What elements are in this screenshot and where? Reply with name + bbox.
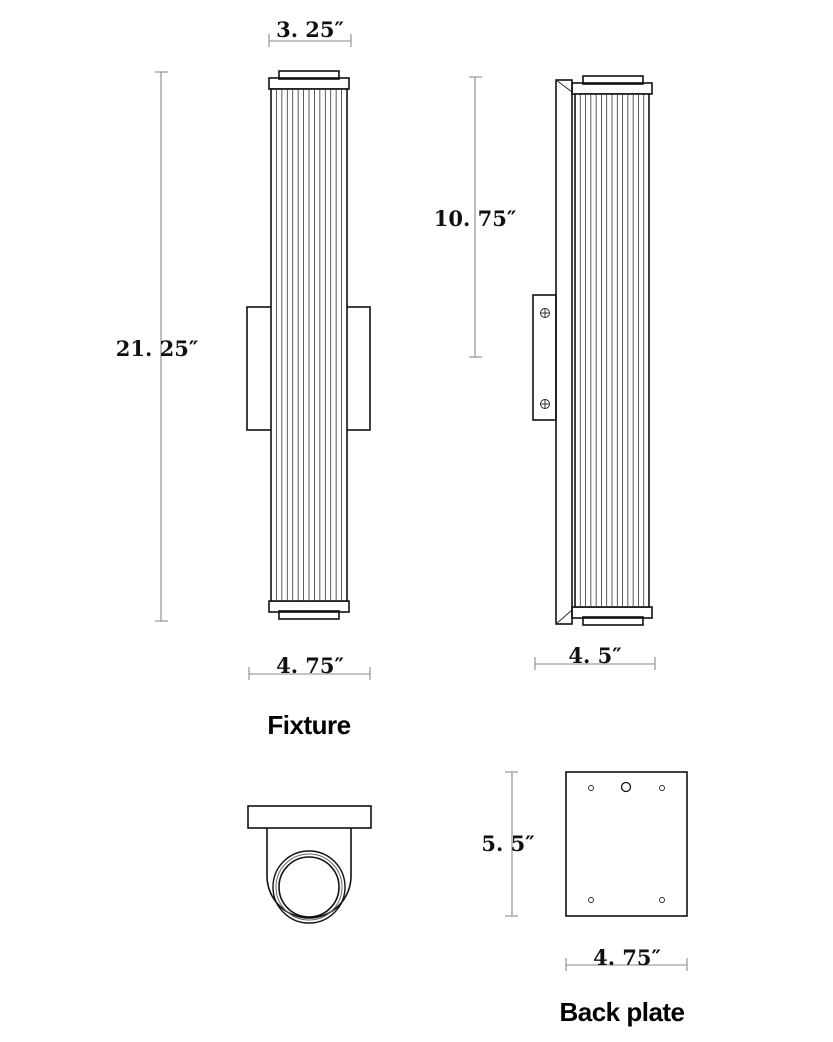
back-plate xyxy=(565,771,688,917)
front-glass-ribs xyxy=(276,89,342,601)
front-top-width-label: 3. 25″ xyxy=(276,17,344,42)
back-plate-view: 5. 5″ 4. 75″ Back plate xyxy=(481,771,688,1027)
lower-screw-icon xyxy=(540,399,550,409)
bottom-view-mid-ring xyxy=(275,853,343,921)
mount-hole-bottom-right xyxy=(659,897,665,903)
front-height-label: 21. 25″ xyxy=(116,336,198,361)
front-view: 3. 25″ 21. 25″ 4. 75″ Fixture xyxy=(116,17,371,740)
backplate-width-dimension: 4. 75″ xyxy=(565,945,688,971)
wire-hole xyxy=(620,781,632,793)
front-bottom-width-dimension: 4. 75″ xyxy=(248,653,371,680)
mount-hole-top-right xyxy=(659,785,665,791)
front-top-cap xyxy=(278,70,340,80)
mount-hole-top-left xyxy=(588,785,594,791)
front-bottom-cap xyxy=(278,610,340,620)
side-mount-plate xyxy=(532,294,557,421)
backplate-width-label: 4. 75″ xyxy=(593,945,661,970)
bottom-view-arm xyxy=(266,828,352,919)
fixture-caption: Fixture xyxy=(267,710,350,740)
bottom-view xyxy=(247,805,372,924)
mount-hole-bottom-left xyxy=(588,897,594,903)
side-view: 10. 75″ 4. 5″ xyxy=(434,75,656,670)
side-depth-label: 4. 5″ xyxy=(568,643,621,668)
front-height-dimension: 21. 25″ xyxy=(116,71,198,622)
side-arm xyxy=(555,79,573,625)
side-depth-dimension: 4. 5″ xyxy=(534,643,656,670)
back-plate-caption: Back plate xyxy=(559,997,684,1027)
backplate-height-dimension: 5. 5″ xyxy=(481,771,535,917)
backplate-height-label: 5. 5″ xyxy=(481,831,534,856)
front-bottom-width-label: 4. 75″ xyxy=(276,653,344,678)
bottom-view-outer-ring xyxy=(272,850,346,924)
side-glass-ribs xyxy=(579,94,645,607)
bottom-view-inner-ring xyxy=(278,856,340,918)
side-height-dimension: 10. 75″ xyxy=(434,76,516,358)
front-top-width-dimension: 3. 25″ xyxy=(268,17,352,47)
side-height-label: 10. 75″ xyxy=(434,206,516,231)
side-bottom-cap xyxy=(582,616,644,626)
upper-screw-icon xyxy=(540,308,550,318)
bottom-view-backplate xyxy=(247,805,372,829)
side-top-cap xyxy=(582,75,644,85)
